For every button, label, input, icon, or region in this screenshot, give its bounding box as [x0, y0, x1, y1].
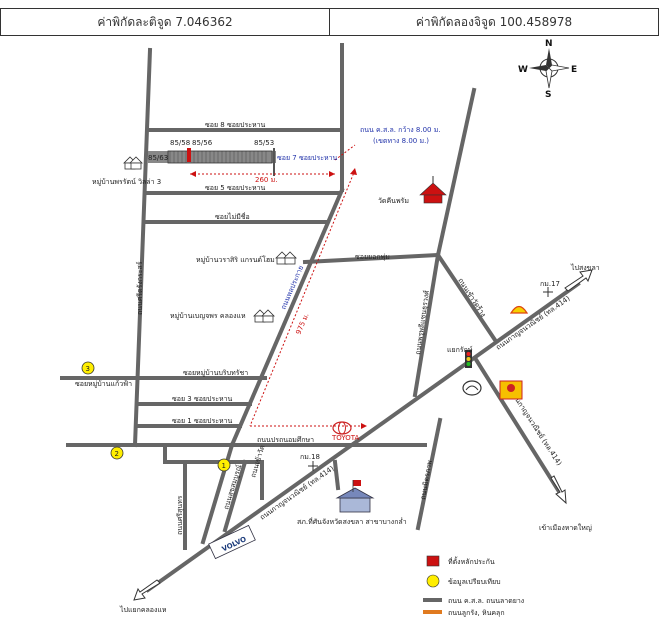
toyota-text: TOYOTA: [331, 434, 360, 442]
comparable-marker-3: 3: [81, 361, 95, 375]
arrow-260-left: [190, 171, 196, 177]
road-west-vertical: [132, 47, 153, 448]
distance-260-label: 260 ม.: [255, 176, 277, 184]
compass-rose: N S E W: [518, 39, 577, 100]
label-temple: วัดคีนพรัม: [378, 197, 409, 205]
svg-text:N: N: [545, 39, 553, 49]
plot-hatch: [169, 151, 267, 163]
legend-item-2: ข้อมูลเปรียบเทียบ: [448, 578, 501, 586]
label-road-left-vert: ถนนศรีสุนทร: [176, 495, 184, 535]
distance-lines: [190, 144, 365, 427]
road-width-sub-label: (เขตทาง 8.00 ม.): [373, 137, 429, 145]
traffic-light-icon: [465, 350, 472, 368]
subject-plot-marker: [187, 148, 191, 162]
village-icon-2: [275, 251, 297, 265]
latitude-cell: ค่าพิกัดละติจูด 7.046362: [97, 14, 233, 29]
label-soi5: ซอย 5 ซอยประหาน: [205, 184, 266, 192]
mazda-logo: [462, 380, 482, 396]
label-soi-village-left: ซอยหมู่บ้านแก้วฟ้า: [75, 380, 132, 388]
map-legend: ที่ตั้งหลักประกัน ข้อมูลเปรียบเทียบ ถนน …: [423, 555, 524, 617]
distance-975-label: 975 ม.: [294, 312, 310, 336]
road-network: [60, 43, 581, 593]
label-village-2: หมู่บ้านวราสิริ แกรนด์โฮม: [196, 255, 275, 264]
label-soi7: ซอย 7 ซอยประหาน: [277, 154, 338, 162]
village-icon-1: [123, 156, 143, 170]
label-road-temple: ถนนเข้าวัดร้าง: [456, 277, 487, 319]
label-soi3: ซอย 3 ซอยประหาน: [172, 395, 233, 403]
svg-text:W: W: [518, 65, 528, 75]
label-road-west: ถนนศรีตรังกระสร์: [136, 261, 144, 315]
road-diag-north: [229, 187, 345, 448]
svg-text:2: 2: [115, 450, 119, 458]
label-highway-upper: ถนนกาญจนวณิชย์ (ทล.414): [495, 294, 572, 351]
arrow-260-right: [329, 171, 335, 177]
plot-number-4: 85/63: [148, 154, 168, 162]
label-to-khlong-hae: ไปแยกคลองแห: [119, 605, 167, 614]
label-to-songkhla: ไปสงขลา: [570, 263, 600, 272]
label-soi-village-right: ซอยหมู่บ้านบริบทรัชา: [183, 369, 248, 377]
label-to-hatyai: เข้าเมืองหาดใหญ่: [539, 523, 592, 532]
label-highway-south: ถนนกาญจนวณิชย์ (ทล.414): [259, 464, 336, 521]
arrow-to-songkhla-icon: [564, 269, 593, 292]
arrow-to-khlong-hae-icon: [133, 579, 161, 601]
label-unnamed-soi: ซอยไม่มีชื่อ: [215, 212, 250, 221]
road-small-g: [332, 459, 341, 491]
road-yokpuem: [302, 252, 441, 265]
road-width-label: ถนน ค.ส.ล. กว้าง 8.00 ม.: [360, 126, 441, 134]
label-village-3: หมู่บ้านเบญจพร คลองแห: [170, 312, 246, 320]
comparable-marker-2: 2: [110, 446, 124, 460]
label-soi8: ซอย 8 ซอยประหาน: [205, 121, 266, 129]
plot-number-2: 85/56: [192, 139, 213, 147]
road-south-lower: [415, 417, 443, 531]
village-icon-3: [253, 309, 275, 323]
arrow-to-hatyai-icon: [550, 475, 567, 505]
coordinate-header: ค่าพิกัดละติจูด 7.046362 ค่าพิกัดลองจิจู…: [0, 8, 659, 36]
plot-number-1: 85/58: [170, 139, 190, 147]
longitude-cell: ค่าพิกัดลองจิจูด 100.458978: [329, 9, 658, 35]
label-road-lower-mid: ถนนมิตรภาพ: [419, 459, 434, 500]
police-station-icon: [335, 480, 375, 513]
svg-text:1: 1: [222, 462, 226, 470]
road-small-f: [222, 459, 248, 533]
svg-text:S: S: [545, 90, 551, 100]
legend-item-4: ถนนลูกรัง, หินคลุก: [448, 609, 505, 617]
caltex-logo: [499, 380, 523, 400]
label-km18: กม.18: [300, 453, 320, 461]
label-village-1: หมู่บ้านพรรัตน์ วิลล่า 3: [92, 178, 161, 186]
legend-item-1: ที่ตั้งหลักประกัน: [448, 555, 495, 566]
label-soi1: ซอย 1 ซอยประหาน: [172, 417, 233, 425]
km18-marker-icon: [308, 461, 318, 471]
road-temple: [435, 87, 477, 258]
comparable-marker-1: 1: [217, 458, 231, 472]
legend-subject-swatch: [426, 555, 440, 567]
label-intersection: แยกรักษ์: [447, 346, 473, 354]
legend-comparable-swatch: [426, 574, 440, 588]
road-to-intersection: [435, 252, 498, 343]
svg-text:E: E: [571, 65, 577, 75]
svg-text:3: 3: [86, 365, 90, 373]
plot-outline: [167, 150, 273, 164]
legend-item-3: ถนน ค.ส.ล. ถนนลาดยาง: [448, 597, 524, 605]
label-km17: กม.17: [540, 280, 560, 288]
label-police: สภ.ที่ศันจังหวัดสงขลา สาขาบางกล่ำ: [297, 517, 407, 526]
arrow-975-bottom: [361, 423, 367, 429]
shell-logo: [509, 305, 529, 314]
km17-marker-icon: [543, 287, 553, 297]
toyota-logo: [332, 421, 352, 435]
plot-number-3: 85/53: [254, 139, 274, 147]
road-to-hatyai: [472, 355, 561, 493]
label-soi-yokpuem: ซอยยอกพุ่ม: [355, 253, 390, 261]
temple-icon: [419, 176, 447, 204]
road-middle: [412, 252, 441, 398]
arrow-975-top: [350, 168, 357, 175]
label-main-road: ถนนปรถนอมศึกษา: [257, 435, 314, 444]
